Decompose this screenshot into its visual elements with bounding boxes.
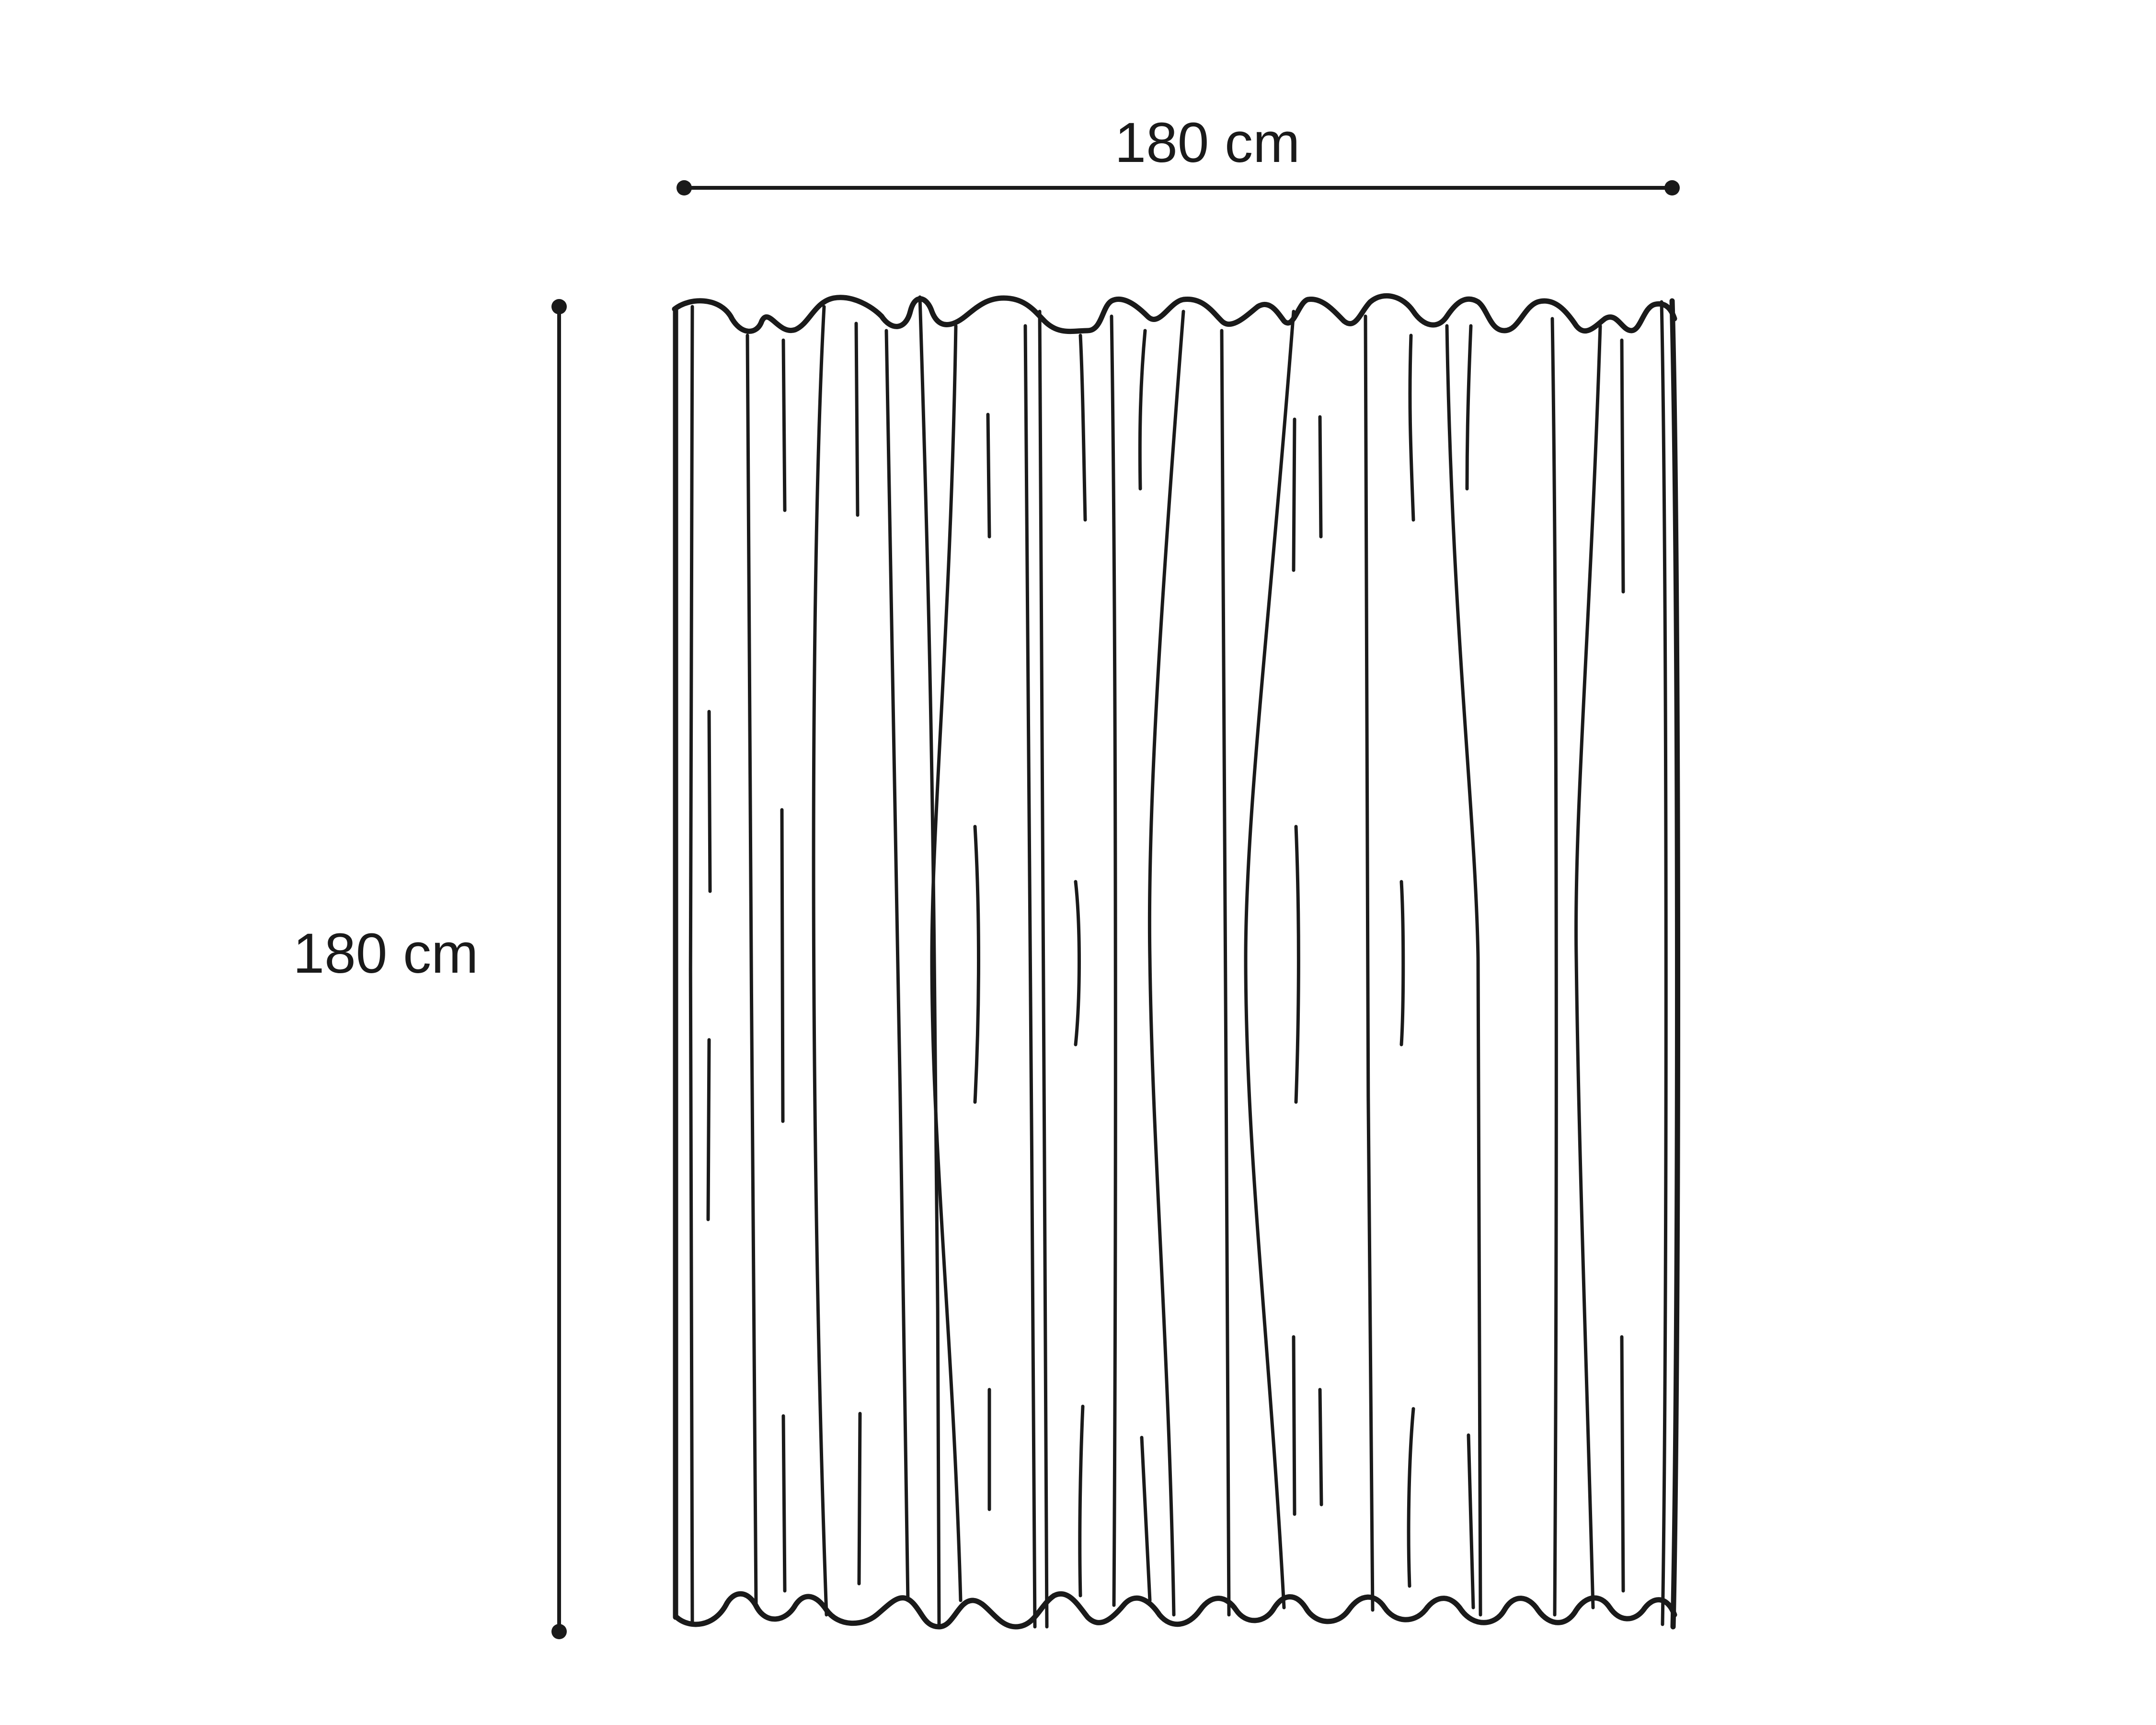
width-dimension-start-dot	[677, 180, 692, 196]
curtain-highlight-strokes	[706, 322, 1625, 1610]
curtain-fold-lines	[745, 295, 1602, 1629]
curtain-left-fold	[688, 305, 694, 1624]
curtain-panel-icon	[672, 293, 1681, 1630]
height-dimension: 180 cm	[293, 299, 567, 1639]
height-label: 180 cm	[293, 922, 479, 985]
curtain-top-edge	[672, 293, 1677, 334]
width-label: 180 cm	[1115, 111, 1300, 174]
curtain-bottom-edge	[674, 1591, 1677, 1630]
curtain-right-edge	[1669, 298, 1681, 1630]
width-dimension-end-dot	[1664, 180, 1680, 196]
height-dimension-end-dot	[551, 1624, 567, 1639]
width-dimension: 180 cm	[677, 111, 1680, 196]
curtain-right-inner-edge	[1660, 300, 1668, 1626]
height-dimension-start-dot	[551, 299, 567, 314]
